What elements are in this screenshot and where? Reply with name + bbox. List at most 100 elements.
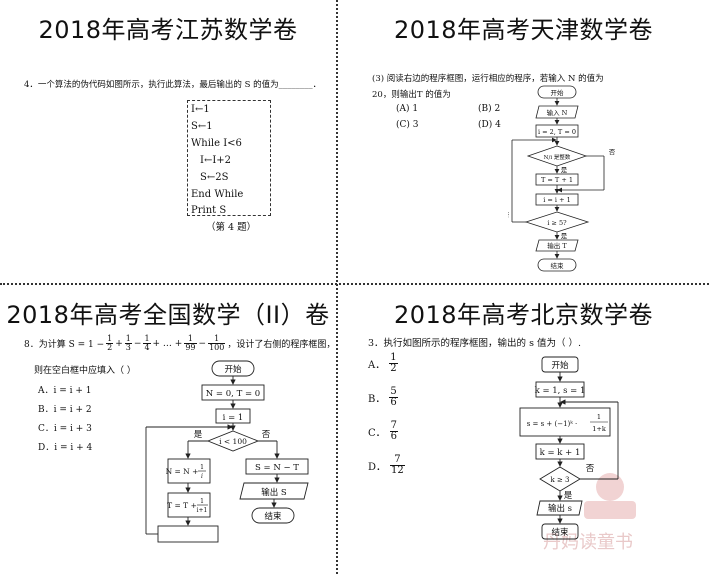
option-den: 2: [390, 363, 397, 374]
n2-init-text: N = 0, T = 0: [206, 389, 260, 399]
n2-updN-den: i: [201, 473, 203, 480]
bj-no-label: 否: [586, 464, 595, 474]
option-letter: C．: [368, 428, 386, 439]
bj-output-box: [536, 500, 583, 516]
option-num: 5: [389, 386, 398, 398]
tianjin-title: 2018年高考天津数学卷: [393, 16, 654, 44]
code-line: S←1: [191, 121, 213, 132]
n2-updN-box: [167, 458, 211, 484]
option-den: 6: [390, 397, 397, 408]
tj-yes-label: 是: [561, 166, 568, 174]
tianjin-option-b: (B) 2: [478, 104, 501, 114]
n2-start-text: 开始: [224, 364, 242, 375]
national2-question-line2: 则在空白框中应填入（ ）: [34, 366, 136, 376]
option-den: 12: [391, 465, 404, 476]
bj-updS-den: 1+k: [592, 425, 606, 433]
tianjin-flowchart: 开始 输入 N i = 2, T = 0 N/i 是整数 是 否 T = T +…: [508, 85, 616, 272]
n2-end-text: 结束: [264, 511, 282, 522]
n2-blank-box: [157, 525, 219, 543]
bj-updS-text: s = s + (−1)ᵏ ·: [527, 420, 578, 428]
tj-init-text: i = 2, T = 0: [538, 128, 576, 136]
n2-decision-text: i < 100: [219, 437, 247, 446]
jiangsu-title: 2018年高考江苏数学卷: [38, 16, 298, 44]
national2-option-b: B．i = i + 2: [38, 405, 92, 415]
national2-q-post: ，设计了右侧的程序框图，: [227, 340, 336, 350]
tj-no-label: 否: [609, 148, 616, 156]
n2-no-label: 否: [262, 430, 271, 440]
tianjin-option-a: (A) 1: [396, 104, 419, 114]
n2-i-text: i = 1: [223, 413, 244, 423]
n2-updN-num: 1: [200, 464, 204, 471]
tianjin-panel: 2018年高考天津数学卷 (3) 阅读右边的程序框图，运行相应的程序，若输入 N…: [338, 0, 709, 283]
beijing-panel: 2018年高考北京数学卷 3．执行如图所示的程序框图，输出的 s 值为（ ）. …: [338, 285, 709, 574]
n2-decision: [206, 430, 260, 452]
option-letter: A．: [368, 360, 386, 371]
option-letter: B．: [368, 394, 386, 405]
jiangsu-code-box: [187, 100, 271, 216]
code-line: S←2S: [200, 172, 229, 183]
n2-calcS-text: S = N − T: [255, 463, 299, 473]
bj-updS-box: [519, 407, 611, 437]
n2-end-box: [251, 507, 295, 524]
national2-option-c: C．i = i + 3: [38, 424, 92, 434]
tj-updT-text: T = T + 1: [541, 176, 573, 184]
beijing-title: 2018年高考北京数学卷: [393, 301, 654, 329]
option-den: 6: [390, 431, 398, 442]
watermark-text: 丹妈读童书: [543, 532, 633, 553]
code-line: Print S: [191, 205, 227, 216]
tj-decision2-text: i ≥ 5?: [547, 219, 567, 227]
bj-end-text: 结束: [551, 527, 569, 538]
tj-updi-text: i = i + 1: [543, 196, 570, 204]
national2-title: 2018年高考全国数学（II）卷: [6, 301, 330, 329]
tianjin-question-line1: (3) 阅读右边的程序框图，运行相应的程序，若输入 N 的值为: [372, 74, 604, 84]
option-letter: D．: [368, 462, 387, 473]
option-num: 1: [389, 352, 398, 364]
code-line: While I<6: [191, 138, 242, 149]
n2-updT-num: 1: [200, 498, 204, 505]
tj-input-text: 输入 N: [547, 108, 568, 117]
bj-updS-num: 1: [597, 413, 601, 421]
tj-yes2-label: 是: [561, 232, 568, 240]
tj-no2-label: 否: [508, 211, 510, 219]
tj-end-box: [537, 258, 577, 272]
code-line: End While: [191, 189, 244, 200]
tj-output-box: [535, 239, 579, 252]
national2-option-a: A．i = i + 1: [38, 386, 92, 396]
bj-output-text: 输出 s: [548, 503, 572, 514]
national2-q-pre: 8．为计算 S = 1 −: [24, 340, 105, 350]
n2-output-text: 输出 S: [261, 487, 287, 498]
watermark-logo-icon: [584, 473, 636, 519]
bj-start-text: 开始: [551, 360, 569, 371]
bj-init-text: k = 1, s = 1: [535, 386, 586, 396]
n2-updT-box: [167, 492, 211, 518]
tianjin-question-line2: 20，则输出T 的值为: [372, 90, 451, 100]
option-num: 7: [390, 455, 405, 466]
code-line: I←1: [191, 104, 210, 115]
national2-option-d: D．i = i + 4: [38, 443, 93, 453]
n2-updT-text: T = T +: [167, 501, 197, 510]
bj-end-box: [541, 523, 579, 540]
n2-output-box: [239, 482, 309, 500]
tianjin-option-d: (D) 4: [478, 120, 501, 130]
bj-yes-label: 是: [564, 491, 573, 501]
tianjin-option-c: (C) 3: [396, 120, 419, 130]
tj-decision1-text: N/i 是整数: [544, 153, 571, 161]
n2-updN-text: N = N +: [166, 467, 199, 476]
bj-decision-text: k ≥ 3: [550, 476, 569, 484]
tj-end-text: 结束: [551, 261, 565, 270]
vertical-divider: [336, 0, 338, 574]
tj-input-box: [535, 105, 579, 119]
code-line: I←I+2: [200, 155, 232, 166]
jiangsu-caption: （第 4 题）: [206, 222, 257, 233]
tj-start-text: 开始: [551, 88, 565, 97]
horizontal-divider: [0, 283, 709, 285]
bj-updK-text: k = k + 1: [540, 448, 581, 458]
jiangsu-panel: 2018年高考江苏数学卷 4．一个算法的伪代码如图所示，执行此算法，最后输出的 …: [0, 0, 336, 283]
n2-yes-label: 是: [194, 430, 203, 440]
